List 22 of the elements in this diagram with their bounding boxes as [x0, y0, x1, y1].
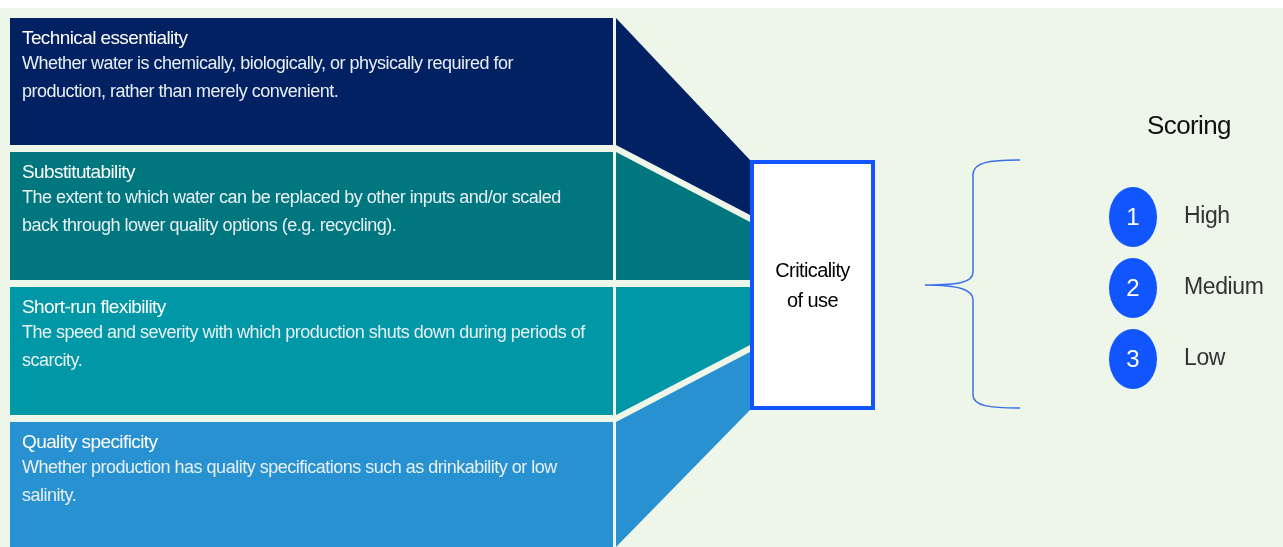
- funnel-connector: [616, 18, 750, 215]
- score-level-label: Low: [1184, 344, 1225, 371]
- scoring-heading: Scoring: [1147, 110, 1231, 141]
- category-band: [10, 152, 613, 280]
- funnel-connector: [616, 352, 750, 547]
- funnel-connector: [616, 152, 750, 280]
- category-band: [10, 18, 613, 145]
- band-description: The extent to which water can be replaced by other inputs and/or scaled back through lower quality options (e.g. recycling).: [22, 186, 562, 237]
- band-heading: Substitutability: [22, 161, 137, 183]
- funnel-connector: [616, 287, 750, 415]
- category-band: [10, 287, 613, 415]
- band-description: Whether production has quality specifications such as drinkability or low salinity.: [22, 456, 559, 507]
- score-level-label: High: [1184, 202, 1230, 229]
- band-description: The speed and severity with which production shuts down during periods of scarcity.: [22, 321, 587, 372]
- band-heading: Short-run flexibility: [22, 296, 167, 318]
- band-heading: Technical essentiality: [22, 27, 189, 49]
- score-level-label: Medium: [1184, 273, 1264, 300]
- band-description: Whether water is chemically, biologically, or physically required for production, rather than merely convenient.: [22, 52, 515, 103]
- band-heading: Quality specificity: [22, 431, 159, 453]
- box-label: Criticality of use: [774, 258, 851, 313]
- category-band: [10, 422, 613, 547]
- criticality-box: [750, 160, 875, 410]
